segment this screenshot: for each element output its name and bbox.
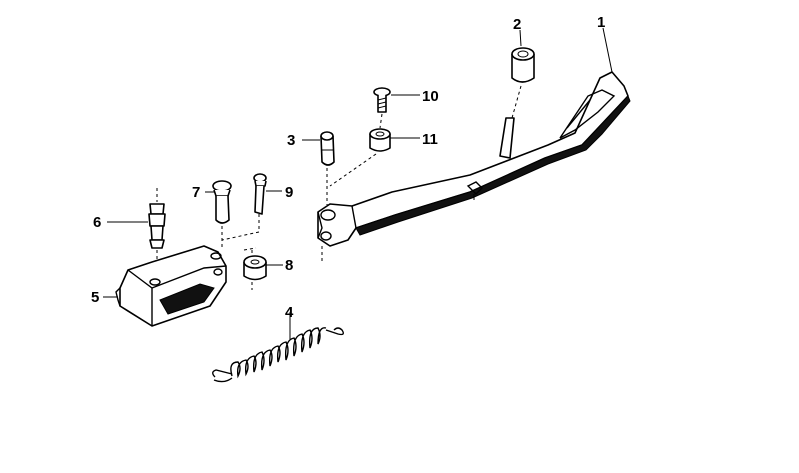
part-2-sleeve bbox=[511, 47, 535, 119]
callout-11: 11 bbox=[422, 131, 438, 148]
callout-labels: 1 2 3 4 5 6 7 8 9 10 11 bbox=[91, 14, 605, 321]
part-3-pin bbox=[320, 131, 335, 262]
callout-2: 2 bbox=[513, 16, 521, 33]
callout-5: 5 bbox=[91, 289, 99, 306]
callout-7: 7 bbox=[192, 184, 200, 201]
part-11-bushing bbox=[329, 128, 391, 187]
callout-1: 1 bbox=[597, 14, 605, 31]
callout-8: 8 bbox=[285, 257, 293, 274]
part-10-screw bbox=[373, 87, 391, 129]
part-5-bracket bbox=[115, 245, 227, 327]
part-6-stud bbox=[148, 188, 166, 268]
callout-9: 9 bbox=[285, 184, 293, 201]
part-1-side-stand bbox=[317, 71, 631, 247]
part-4-spring bbox=[212, 327, 345, 383]
part-9-pin bbox=[221, 173, 267, 241]
part-7-bolt bbox=[212, 180, 232, 250]
callout-3: 3 bbox=[287, 132, 295, 149]
callout-10: 10 bbox=[422, 88, 439, 105]
leader-lines bbox=[103, 27, 613, 340]
callout-6: 6 bbox=[93, 214, 101, 231]
part-8-spacer bbox=[243, 247, 267, 290]
callout-4: 4 bbox=[285, 304, 294, 321]
